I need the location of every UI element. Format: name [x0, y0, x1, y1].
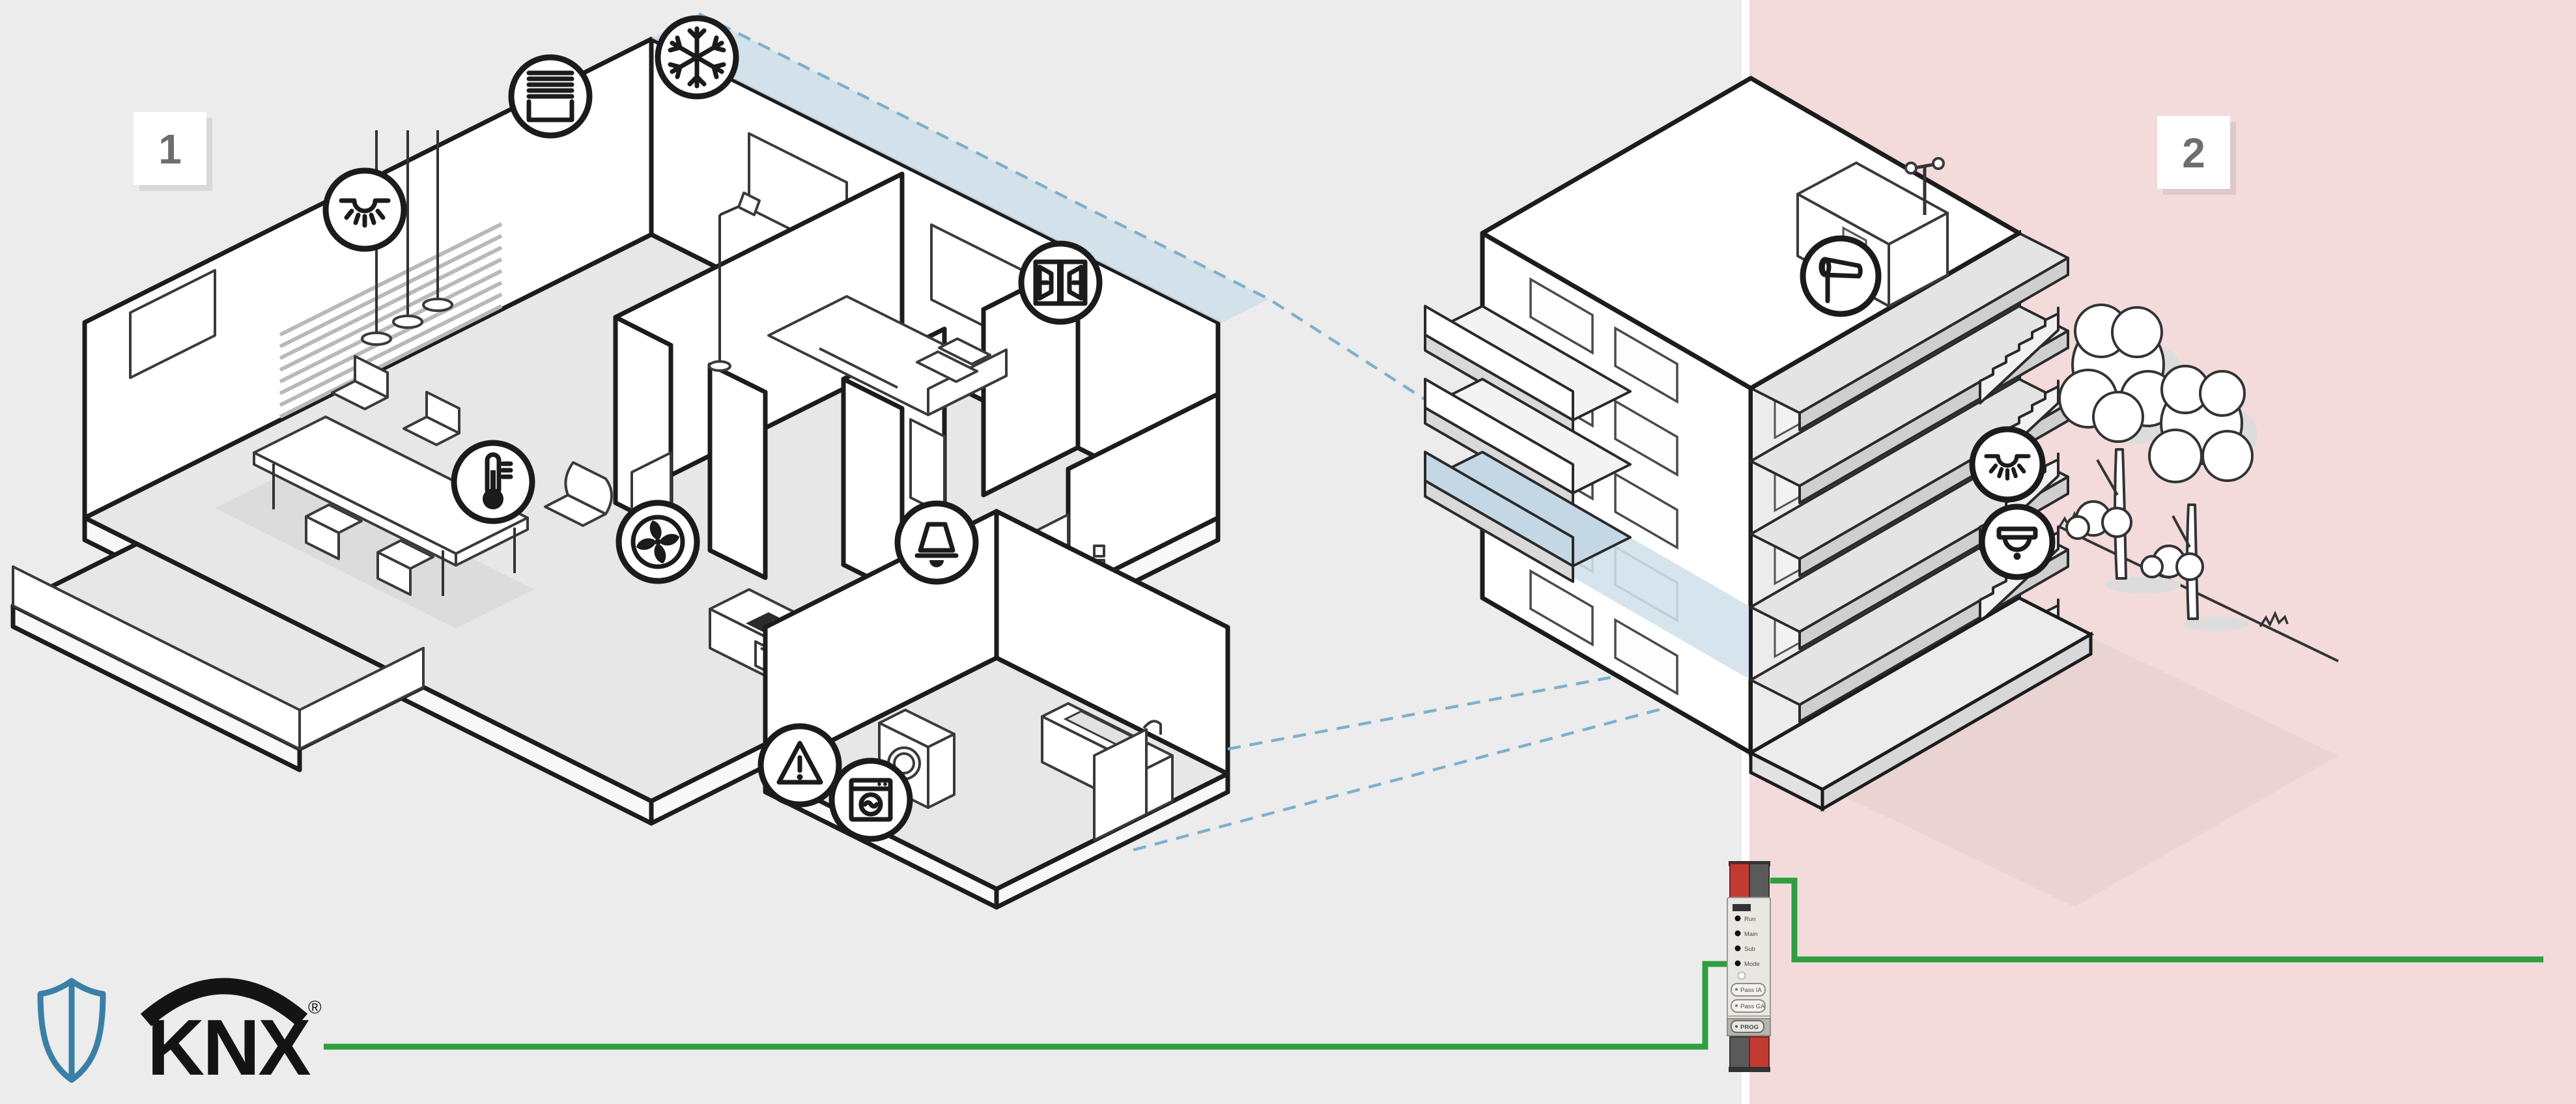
pass-ga-button: Pass GA	[1731, 999, 1766, 1013]
led-label-sub: Sub	[1744, 946, 1755, 953]
knx-logo: KNX ®	[37, 978, 322, 1092]
presence-detector-icon	[1979, 503, 2056, 580]
apartment-building	[1424, 76, 2095, 812]
wall-window	[129, 269, 216, 379]
tree	[2140, 365, 2258, 620]
shutter-blinds-icon	[508, 54, 593, 139]
building-balconies	[1424, 305, 1632, 583]
door-panel	[909, 418, 946, 516]
chair	[331, 355, 389, 410]
feature-icons	[322, 15, 2056, 842]
terrace	[10, 541, 426, 772]
led-label-main: Main	[1744, 931, 1758, 938]
building-roof	[1480, 76, 2022, 391]
knx-wordmark: KNX	[147, 1003, 311, 1092]
pass-ia-button: Pass IA	[1731, 983, 1766, 997]
terminal-block-top-gray	[1749, 863, 1770, 898]
utility-room	[763, 509, 1230, 910]
trees	[2057, 304, 2339, 662]
pass-ga-label: Pass GA	[1740, 1003, 1765, 1010]
section-1-number: 1	[158, 126, 182, 173]
ceiling-light-icon	[322, 167, 407, 252]
knx-bus-line-right	[1770, 877, 2543, 963]
section-label-1: 1	[134, 112, 212, 191]
prog-label: PROG	[1740, 1024, 1759, 1031]
terminal-block-top-red	[1729, 863, 1750, 898]
prog-button: PROG	[1731, 1020, 1764, 1033]
terminal-block-bottom-red	[1749, 1036, 1770, 1070]
anemometer	[1904, 157, 1945, 215]
door-panel	[1093, 728, 1148, 842]
terminal-block-bottom-gray	[1729, 1036, 1750, 1070]
section-2-number: 2	[2182, 130, 2205, 177]
led-label-mode: Mode	[1744, 961, 1760, 968]
section-label-2: 2	[2157, 116, 2236, 195]
floor-lamp	[708, 191, 761, 372]
knx-bus-line-left	[324, 961, 1727, 1050]
doorbell-icon	[894, 500, 979, 585]
device-logo	[1733, 904, 1751, 911]
windsock-weather-icon	[1800, 235, 1882, 317]
device-leds: Run Main Sub Mode	[1734, 915, 1760, 968]
knx-secure-shield-icon	[37, 978, 106, 1083]
knx-arc	[140, 978, 308, 1026]
chair	[376, 539, 434, 596]
dining-area	[215, 130, 613, 629]
registered-mark: ®	[308, 997, 322, 1017]
chair	[403, 391, 460, 446]
ceiling-cut-band	[651, 14, 1269, 323]
cooling-snowflake-icon	[655, 15, 739, 100]
grass-tuft	[2259, 610, 2289, 627]
thermometer-icon	[451, 440, 535, 524]
armchair	[544, 461, 613, 527]
chair	[305, 503, 363, 560]
pass-ia-label: Pass IA	[1740, 987, 1762, 994]
bed	[767, 295, 1008, 416]
led-label-run: Run	[1744, 916, 1755, 923]
alarm-warning-icon	[757, 723, 842, 808]
knx-line-coupler: Run Main Sub Mode Pass IA Pass GA PROG	[1727, 861, 1771, 1072]
washing-machine-icon	[828, 757, 913, 842]
open-window-icon	[1018, 240, 1103, 325]
building-plinth	[1747, 596, 2095, 812]
ceiling-light-icon	[1969, 426, 2046, 503]
ventilation-fan-icon	[616, 500, 700, 584]
dining-table	[253, 416, 529, 596]
